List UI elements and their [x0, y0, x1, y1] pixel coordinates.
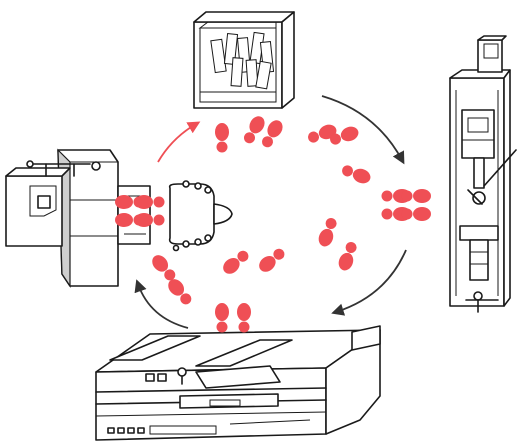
footprint: [336, 240, 359, 273]
drill-press-icon: [450, 36, 516, 312]
footprint: [135, 213, 165, 227]
footprint: [402, 207, 432, 221]
footprint: [316, 216, 339, 249]
footprint: [215, 303, 229, 333]
footprint: [237, 303, 251, 333]
footprint: [165, 276, 195, 308]
footprint: [256, 245, 288, 275]
lathe-station: [96, 326, 380, 440]
storage-rack-station: [194, 12, 294, 108]
footprint-trails: [115, 114, 431, 333]
operator-station: [170, 181, 232, 251]
footprint: [135, 195, 165, 209]
footprint: [402, 189, 432, 203]
lathe-machine-icon: [96, 326, 380, 440]
operator-top-view-icon: [170, 181, 232, 251]
shelf-cabinet-icon: [194, 12, 294, 108]
footprint: [340, 162, 373, 185]
flow-arrow-operator-to-storage: [158, 124, 196, 162]
footprint: [149, 252, 179, 284]
footprint: [220, 247, 252, 277]
footprint: [215, 123, 229, 153]
vertical-drill-station: [450, 36, 516, 312]
